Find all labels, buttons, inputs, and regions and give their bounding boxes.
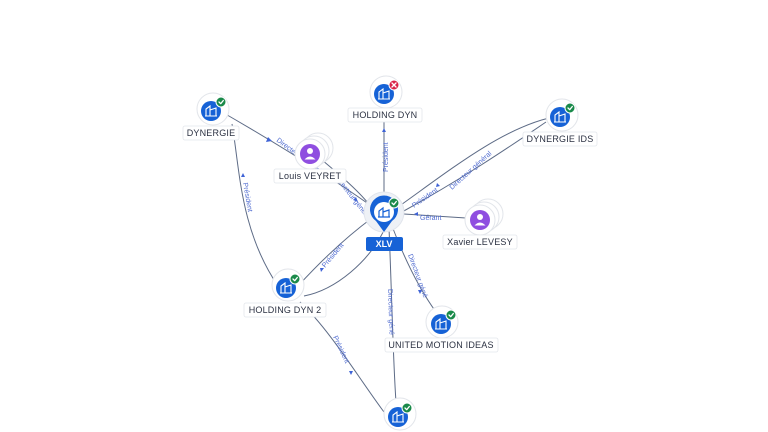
edge-hd2-xlv [297,217,373,287]
node-xavier-levesy[interactable]: Xavier LEVESY [442,198,518,250]
building-icon [554,110,566,123]
node-label-box [273,168,347,184]
verified-badge-icon [445,309,457,321]
edge-ids-xlv-a [397,117,550,208]
node-dynergie-ids[interactable]: DYNERGIE IDS [522,98,598,147]
edge-label-hd2-xlv: Président [321,242,345,269]
person-body [304,156,316,160]
node-label: Louis VEYRET [279,171,342,181]
building-icon [435,317,447,330]
edge-label-hd2-bottom: Président [331,335,350,365]
node-label-box [442,234,518,250]
check-icon [448,312,454,318]
check-icon [292,276,298,282]
node-bottom-company[interactable] [383,397,417,431]
edge-xlv-umi [391,225,437,313]
edge-label-ids-xlv-dg: Directeur général [449,150,494,191]
node-label: Xavier LEVESY [447,237,513,247]
node-xlv-center[interactable]: XLV [363,191,405,251]
building-icon [280,281,292,294]
edge-xavier-xlv [403,213,467,219]
node-united-motion-ideas[interactable]: UNITED MOTION IDEAS [384,305,499,353]
node-label: DYNERGIE IDS [527,134,594,144]
edge-arrow [320,268,324,272]
edge-arrow [353,197,358,202]
verified-badge-icon [289,273,301,285]
edge-arrow [241,173,245,177]
check-icon [404,405,410,411]
edges: Directeur général Directeur général Prés… [221,108,550,413]
edge-dynergie-hd2 [231,123,279,287]
verified-badge-icon [401,402,413,414]
node-label-box [522,131,598,147]
node-holding-dyn[interactable]: HOLDING DYN [347,75,423,123]
person-head [307,148,313,154]
node-label: DYNERGIE [187,128,236,138]
node-label: HOLDING DYN 2 [249,305,322,315]
person-head [477,214,483,220]
node-louis-veyret[interactable]: Louis VEYRET [273,132,347,184]
building-icon [392,410,404,423]
edge-label-holding-xlv: Président [383,142,390,172]
edge-arrow [418,290,422,294]
node-label: HOLDING DYN [353,110,418,120]
check-icon [391,200,397,206]
person-body [474,222,486,226]
check-icon [218,99,224,105]
edge-arrow [266,137,272,142]
building-icon [205,104,217,117]
node-label-box [347,107,423,123]
node-holding-dyn-2[interactable]: HOLDING DYN 2 [243,268,327,318]
edge-label-xlv-umi: Directeur géné [406,253,428,299]
center-label-box [366,237,403,251]
edge-arrow [414,212,418,216]
verified-badge-icon [215,96,227,108]
building-icon [378,206,390,218]
node-label-box [384,337,499,353]
edge-hd2-xlv-b [303,225,387,297]
node-label: UNITED MOTION IDEAS [388,340,493,350]
edge-label-xlv-bottom: Directeur géné [386,289,395,335]
check-icon [567,105,573,111]
edge-arrow [349,371,353,375]
edge-xlv-bottom [388,227,397,403]
node-dynergie[interactable]: DYNERGIE [182,92,240,141]
edge-arrow [382,128,386,132]
cross-icon [391,82,397,88]
edge-label-xavier-xlv: Gérant [420,215,441,222]
verified-badge-icon [388,197,400,209]
edge-label-ids-xlv-pres: Président [411,187,439,210]
verified-badge-icon [564,102,576,114]
node-label-box [243,302,327,318]
building-icon [378,87,390,100]
node-label-box [182,125,240,141]
edge-arrow [436,183,440,187]
center-label: XLV [376,239,393,249]
edge-dynergie-xlv [221,111,371,206]
